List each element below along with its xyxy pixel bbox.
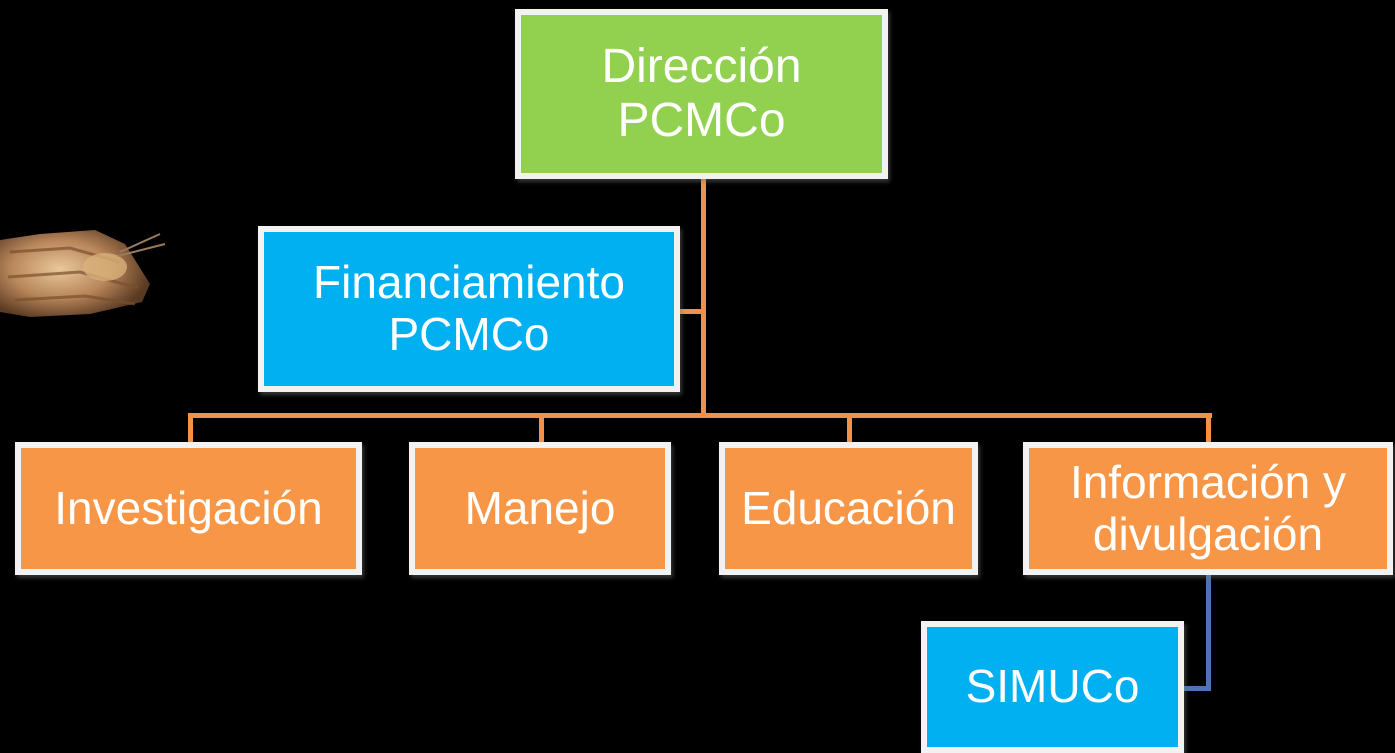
node-direccion-label: Dirección PCMCo [601,40,802,147]
node-simuco: SIMUCo [921,621,1184,753]
node-manejo: Manejo [409,442,671,575]
node-educacion: Educación [719,442,978,575]
connector-manejo [539,413,544,443]
connector-financiamiento [676,309,704,314]
node-direccion: Dirección PCMCo [515,9,888,179]
node-manejo-label: Manejo [464,481,616,534]
moth-photo [0,230,166,317]
connector-main-vertical [701,176,706,416]
node-informacion-label: Información y divulgación [1069,455,1347,560]
connector-investigacion [188,413,193,443]
connector-simuco-horizontal [1180,686,1211,691]
connector-informacion [1206,413,1211,443]
node-informacion: Información y divulgación [1023,442,1393,575]
node-simuco-label: SIMUCo [965,660,1140,713]
connector-educacion [847,413,852,443]
connector-simuco-vertical [1206,574,1211,690]
node-investigacion-label: Investigación [54,481,323,534]
node-financiamiento: Financiamiento PCMCo [258,226,680,392]
connector-horizontal-bus [188,413,1212,418]
node-financiamiento-label: Financiamiento PCMCo [313,256,625,360]
node-educacion-label: Educación [741,481,956,534]
node-investigacion: Investigación [15,442,362,575]
